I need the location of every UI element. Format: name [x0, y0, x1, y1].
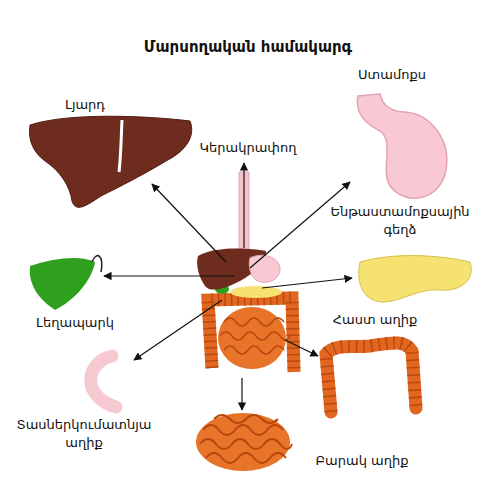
- diagram-title: Մարսողական համակարգ: [144, 37, 352, 57]
- organ-label: Տասներկումատնյա աղիք: [14, 416, 154, 451]
- duodenum-picture: [91, 356, 116, 407]
- organ-label: Հաստ աղիք: [333, 311, 417, 329]
- liver-picture: [30, 116, 192, 207]
- organ-label: Կերակրափող: [200, 139, 297, 157]
- leader-arrows: [104, 163, 352, 410]
- organ-label: Ստամոքս: [358, 66, 426, 84]
- pancreas-picture: [359, 256, 472, 302]
- organ-label: Լյարդ: [65, 96, 105, 114]
- digestive-system-picture: [197, 249, 294, 372]
- large-intestine-picture: [326, 343, 416, 412]
- organ-label: Բարակ աղիք: [316, 452, 409, 470]
- stomach-picture: [357, 94, 446, 198]
- organ-label: Լեղապարկ: [36, 314, 114, 332]
- small-intestine-picture: [196, 413, 292, 471]
- gallbladder-picture: [30, 256, 102, 310]
- organ-label: Ենթաստամոքսային գեղձ: [330, 203, 470, 238]
